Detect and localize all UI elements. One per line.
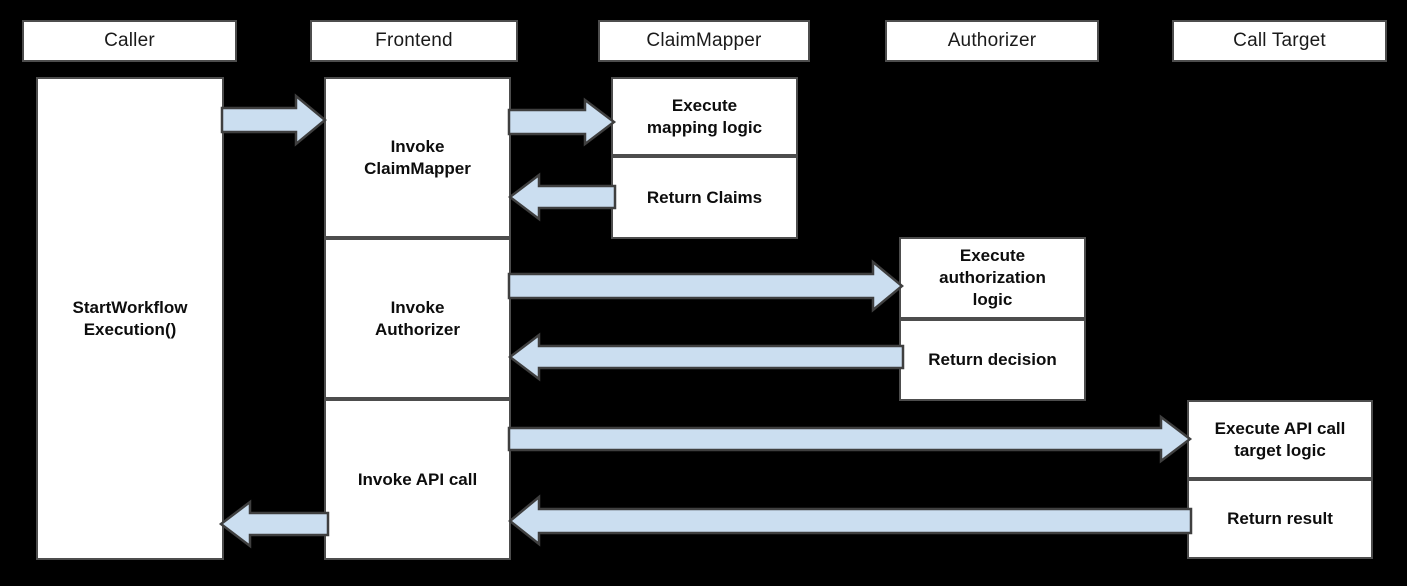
lane-header-caller: Caller — [22, 20, 237, 62]
activity-box-return-result: Return result — [1187, 479, 1373, 559]
flow-arrow-claimmapper-to-frontend — [507, 172, 617, 222]
lane-header-claimmapper: ClaimMapper — [598, 20, 810, 62]
lane-header-frontend-label: Frontend — [375, 29, 453, 51]
flow-arrow-frontend-to-caller — [218, 499, 330, 549]
lane-header-authorizer-label: Authorizer — [947, 29, 1037, 51]
flow-arrow-caller-to-frontend — [220, 93, 327, 147]
flow-arrow-frontend-to-claimmapper — [507, 97, 617, 147]
activity-label-invoke-api-call: Invoke API call — [357, 469, 478, 489]
flow-arrow-authorizer-to-frontend — [507, 332, 905, 382]
activity-label-return-decision: Return decision — [928, 350, 1057, 370]
lane-header-claimmapper-label: ClaimMapper — [646, 29, 762, 51]
lane-header-authorizer: Authorizer — [885, 20, 1099, 62]
lane-header-calltarget-label: Call Target — [1233, 29, 1326, 51]
activity-box-invoke-api-call: Invoke API call — [324, 399, 511, 560]
activity-label-return-result: Return result — [1227, 509, 1333, 529]
activity-label-return-claims: Return Claims — [646, 187, 763, 207]
lane-header-caller-label: Caller — [104, 29, 155, 51]
activity-box-return-decision: Return decision — [899, 319, 1086, 401]
activity-box-return-claims: Return Claims — [611, 156, 798, 239]
lane-header-calltarget: Call Target — [1172, 20, 1387, 62]
flow-arrow-frontend-to-authorizer — [507, 259, 904, 313]
flow-arrow-calltarget-to-frontend — [508, 494, 1193, 547]
lane-header-frontend: Frontend — [310, 20, 518, 62]
flow-arrow-frontend-to-calltarget — [507, 414, 1193, 464]
